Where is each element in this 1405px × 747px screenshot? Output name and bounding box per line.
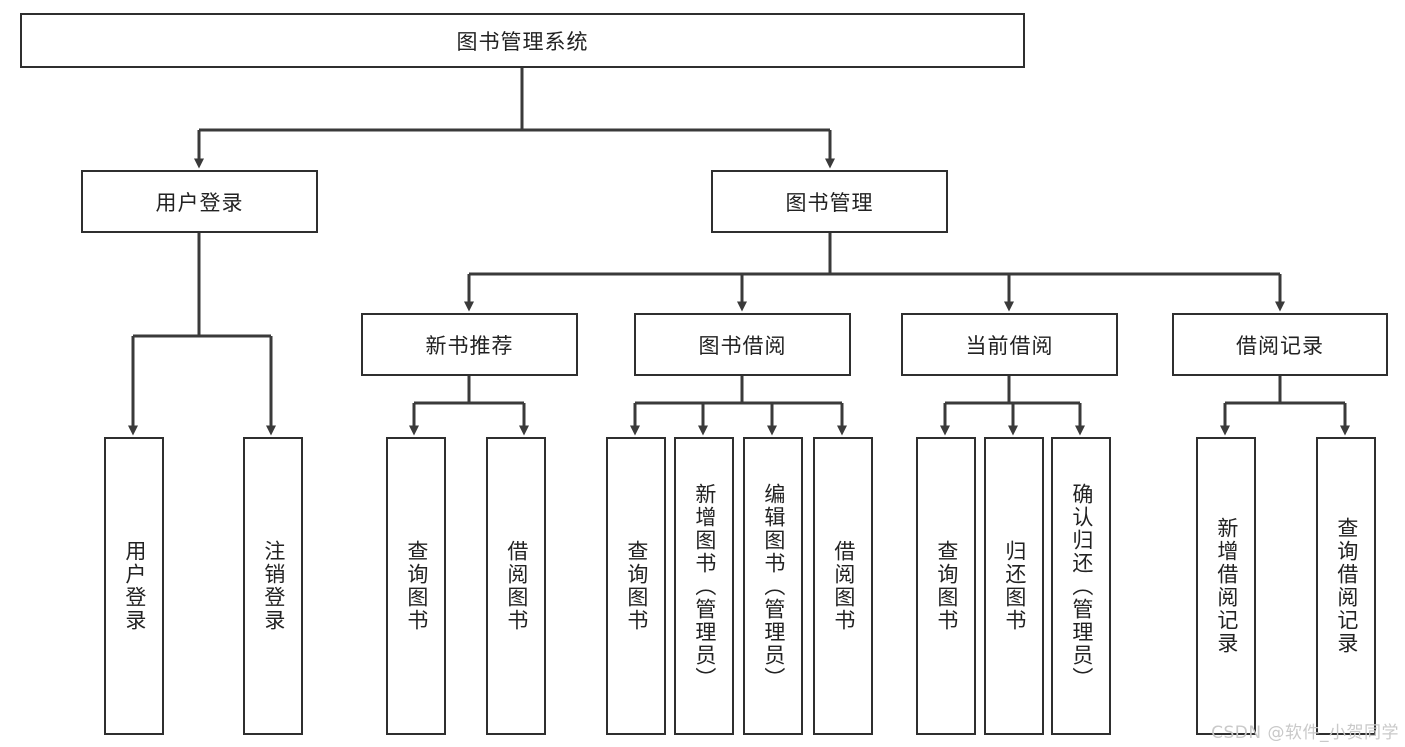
leaf-return-book[interactable]: 归还图书 [984,437,1044,735]
node-label: 用户登录 [122,540,147,632]
node-label: 查询借阅记录 [1334,517,1359,655]
node-book-borrow[interactable]: 图书借阅 [634,313,851,376]
node-label: 新增借阅记录 [1214,517,1239,655]
node-label: 当前借阅 [965,333,1054,358]
node-label: 用户登录 [155,190,244,215]
node-new-book-recommend[interactable]: 新书推荐 [361,313,578,376]
node-label: 图书借阅 [698,333,787,358]
leaf-query-borrow-record[interactable]: 查询借阅记录 [1316,437,1376,735]
leaf-confirm-return-admin[interactable]: 确认归还（管理员） [1051,437,1111,735]
node-label: 归还图书 [1002,540,1027,632]
node-label: 查询图书 [934,540,959,632]
node-label: 查询图书 [624,540,649,632]
leaf-edit-book-admin[interactable]: 编辑图书（管理员） [743,437,803,735]
node-label: 注销登录 [261,540,286,632]
node-label: 借阅图书 [504,540,529,632]
node-book-manage[interactable]: 图书管理 [711,170,948,233]
node-current-borrow[interactable]: 当前借阅 [901,313,1118,376]
node-label: 借阅记录 [1236,333,1324,358]
node-book-management-system[interactable]: 图书管理系统 [20,13,1025,68]
leaf-query-book-1[interactable]: 查询图书 [386,437,446,735]
leaf-borrow-book-2[interactable]: 借阅图书 [813,437,873,735]
node-label: 借阅图书 [831,540,856,632]
watermark: CSDN @软件_小贺同学 [1211,723,1399,743]
node-label: 新书推荐 [425,333,514,358]
leaf-logout-login[interactable]: 注销登录 [243,437,303,735]
leaf-add-borrow-record[interactable]: 新增借阅记录 [1196,437,1256,735]
leaf-borrow-book-1[interactable]: 借阅图书 [486,437,546,735]
node-label: 图书管理系统 [456,29,589,54]
node-label: 图书管理 [785,190,874,215]
node-borrow-record[interactable]: 借阅记录 [1172,313,1388,376]
leaf-add-book-admin[interactable]: 新增图书（管理员） [674,437,734,735]
leaf-query-book-2[interactable]: 查询图书 [606,437,666,735]
node-user-login[interactable]: 用户登录 [81,170,318,233]
node-label: 查询图书 [404,540,429,632]
leaf-query-book-3[interactable]: 查询图书 [916,437,976,735]
node-label: 编辑图书（管理员） [761,482,786,690]
node-label: 确认归还（管理员） [1069,482,1094,690]
leaf-user-login[interactable]: 用户登录 [104,437,164,735]
node-label: 新增图书（管理员） [692,482,717,690]
